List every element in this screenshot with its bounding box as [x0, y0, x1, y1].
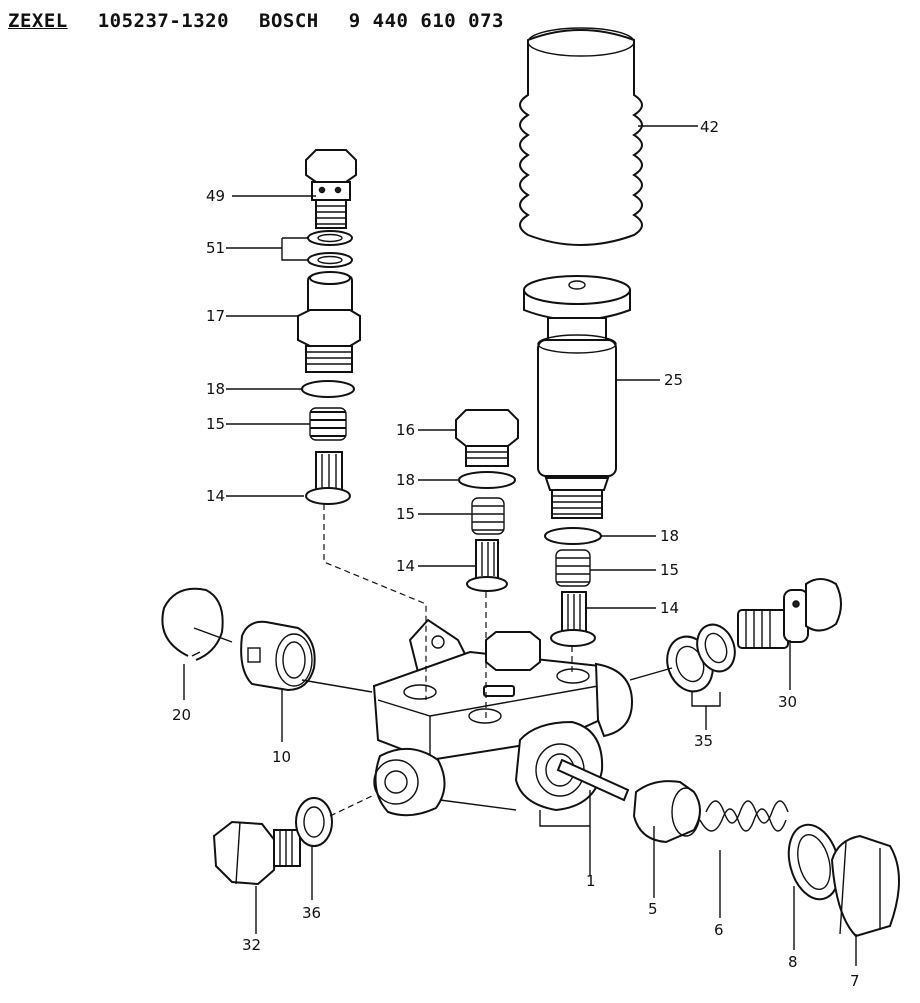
- washers-51: [307, 230, 353, 268]
- label-6: 6: [714, 921, 724, 939]
- label-15-left: 15: [206, 415, 225, 433]
- plug-16: [455, 409, 519, 467]
- cap-nut-32: [212, 820, 301, 886]
- spring-6: [699, 800, 789, 832]
- label-5: 5: [648, 900, 658, 918]
- label-42: 42: [700, 118, 719, 136]
- sleeve-10: [240, 620, 316, 692]
- gasket-18-middle: [458, 471, 516, 489]
- label-1: 1: [586, 872, 596, 890]
- label-35: 35: [694, 732, 713, 750]
- spring-15-left: [309, 407, 347, 441]
- label-8: 8: [788, 953, 798, 971]
- assembly-line-36: [329, 795, 373, 817]
- label-30: 30: [778, 693, 797, 711]
- knob-cap: [523, 275, 631, 341]
- label-18-right: 18: [660, 527, 679, 545]
- gasket-18-left: [301, 380, 355, 398]
- bosch-part-number: 9 440 610 073: [348, 10, 504, 32]
- brand-zexel: ZEXEL: [8, 10, 68, 32]
- washer-36: [295, 797, 333, 847]
- assembly-line-left: [323, 504, 427, 700]
- label-36: 36: [302, 904, 321, 922]
- label-14-right: 14: [660, 599, 679, 617]
- label-51: 51: [206, 239, 225, 257]
- bellows-boot-42: [519, 27, 643, 246]
- spring-15-middle: [471, 497, 505, 535]
- plug-7: [830, 834, 900, 938]
- fitting-17: [297, 271, 361, 373]
- snap-ring-20: [161, 587, 224, 661]
- label-32: 32: [242, 936, 261, 954]
- label-14-left: 14: [206, 487, 225, 505]
- label-49: 49: [206, 187, 225, 205]
- label-18-middle: 18: [396, 471, 415, 489]
- label-20: 20: [172, 706, 191, 724]
- label-25: 25: [664, 371, 683, 389]
- label-18-left: 18: [206, 380, 225, 398]
- leader-lines: [183, 125, 857, 966]
- banjo-bolt-30: [737, 578, 842, 649]
- label-14-middle: 14: [396, 557, 415, 575]
- label-15-right: 15: [660, 561, 679, 579]
- brand-bosch: BOSCH: [259, 10, 319, 32]
- part-labels: 42 49 51 17 18 15 14 16 18 15 14 25 18 1…: [172, 118, 860, 990]
- diagram-header: ZEXEL 105237-1320 BOSCH 9 440 610 073: [8, 10, 534, 32]
- zexel-part-number: 105237-1320: [97, 10, 230, 32]
- piston-5: [632, 780, 701, 844]
- hand-pump-25: [537, 334, 617, 519]
- banjo-bolt-49: [305, 149, 357, 229]
- washers-35: [666, 623, 736, 693]
- valve-14-right: [550, 591, 596, 647]
- spring-15-right: [555, 549, 591, 587]
- label-10: 10: [272, 748, 291, 766]
- pump-body-1: [372, 618, 634, 817]
- label-16: 16: [396, 421, 415, 439]
- label-17: 17: [206, 307, 225, 325]
- gasket-18-right: [544, 527, 602, 545]
- valve-14-middle: [466, 539, 508, 592]
- label-7: 7: [850, 972, 860, 990]
- label-15-middle: 15: [396, 505, 415, 523]
- valve-14-left: [305, 451, 351, 505]
